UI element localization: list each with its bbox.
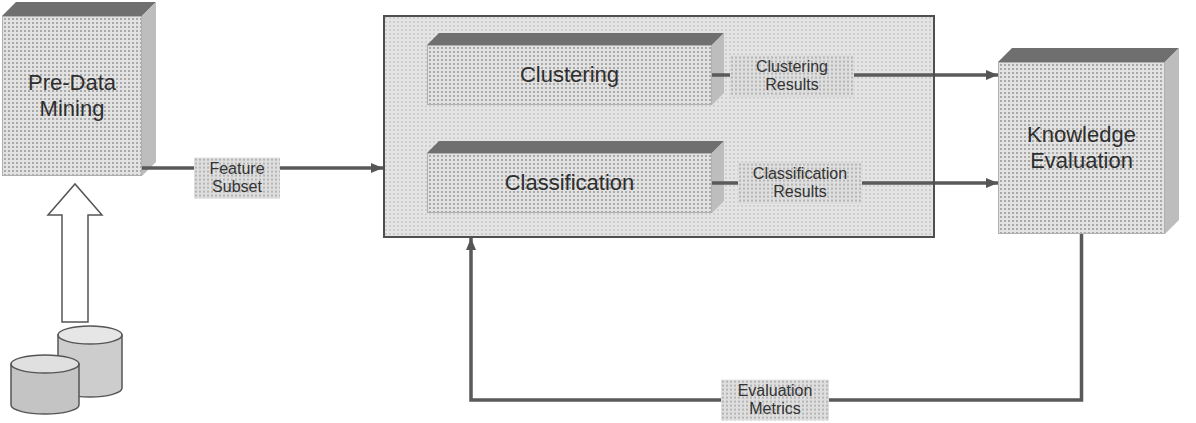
node-label: Clustering: [520, 62, 619, 88]
database-icon: [11, 326, 122, 414]
process-box: Classification: [427, 153, 712, 213]
group-fill: [383, 15, 935, 238]
edge-label: Evaluation Metrics: [721, 380, 829, 421]
database-cylinder-top: [11, 355, 79, 373]
group-frame: ClusteringClassification: [383, 15, 935, 238]
process-box: Knowledge Evaluation: [998, 62, 1165, 234]
box-top-face: [427, 141, 724, 153]
box-side-face: [142, 2, 156, 176]
box-top-face: [998, 48, 1179, 62]
box-top-face: [2, 2, 156, 16]
box-side-face: [1165, 48, 1179, 234]
hollow-arrow: [48, 184, 102, 322]
edge-label: Classification Results: [738, 163, 862, 204]
process-box: Clustering: [427, 45, 712, 105]
node-label: Classification: [505, 170, 635, 196]
box-top-face: [427, 33, 724, 45]
box-side-face: [712, 141, 724, 213]
node-label: Knowledge Evaluation: [1009, 122, 1154, 175]
process-box: Pre-Data Mining: [2, 16, 142, 176]
box-faces: [2, 2, 1179, 238]
edge-label: Clustering Results: [730, 56, 854, 97]
database-cylinder-top: [58, 326, 122, 344]
edge-label: Feature Subset: [194, 158, 280, 199]
node-label: Pre-Data Mining: [13, 70, 131, 123]
box-side-face: [712, 33, 724, 105]
feedback-arrow: [471, 234, 1082, 400]
